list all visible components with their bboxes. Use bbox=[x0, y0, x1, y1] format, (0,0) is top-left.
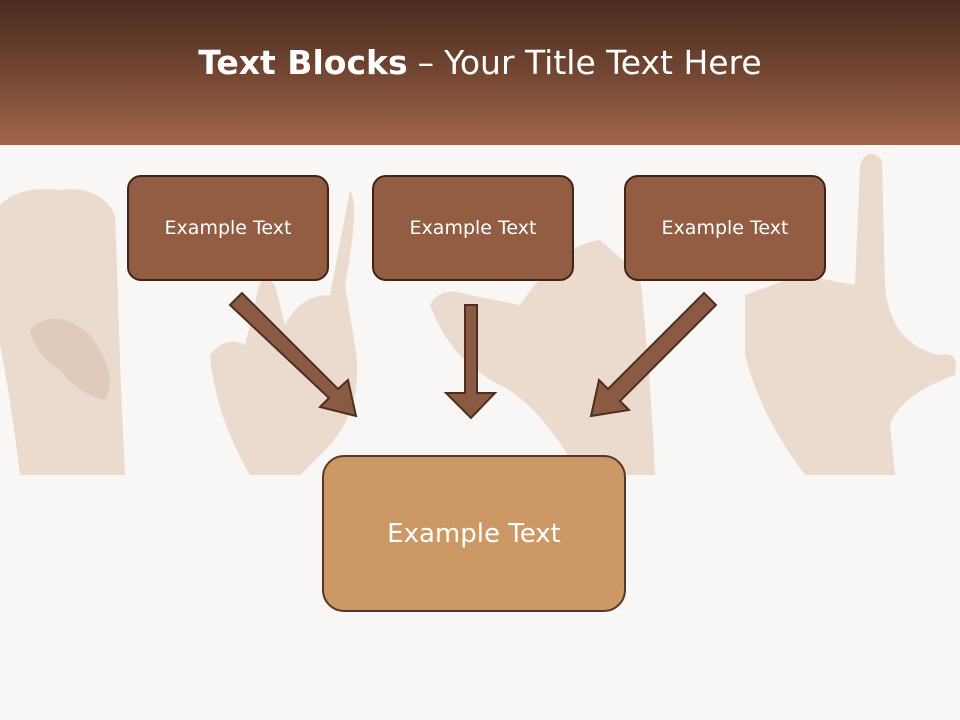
text-block-right[interactable]: Example Text bbox=[624, 175, 826, 281]
hand-shape-4 bbox=[745, 153, 956, 476]
hand-shape-1-thumb bbox=[30, 318, 110, 400]
title-rest-part: Your Title Text Here bbox=[444, 43, 762, 82]
text-block-middle[interactable]: Example Text bbox=[372, 175, 574, 281]
title-bold-part: Text Blocks bbox=[198, 43, 408, 82]
text-block-bottom[interactable]: Example Text bbox=[322, 455, 626, 612]
text-block-left[interactable]: Example Text bbox=[127, 175, 329, 281]
title-bar: Text Blocks–Your Title Text Here bbox=[0, 0, 960, 145]
slide-title: Text Blocks–Your Title Text Here bbox=[198, 46, 762, 79]
title-separator: – bbox=[417, 43, 435, 82]
